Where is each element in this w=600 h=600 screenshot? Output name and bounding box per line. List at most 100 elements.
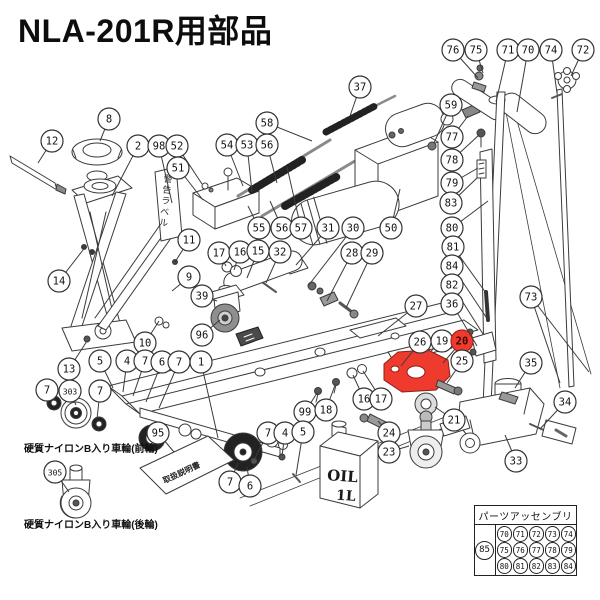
part-balloon-23: 23 [377,440,410,464]
assembly-balloon-74: 74 [560,526,576,542]
svg-text:11: 11 [183,235,196,247]
svg-text:56: 56 [261,140,274,152]
svg-text:16: 16 [358,394,371,406]
assembly-balloon-84: 84 [560,558,576,574]
svg-text:99: 99 [299,407,312,419]
part-balloon-50: 50 [379,188,403,240]
springs-and-rods [236,94,397,218]
svg-text:28: 28 [346,248,359,260]
part-balloon-58: 58 [255,111,313,142]
part-balloon-15: 15 [246,239,270,279]
part-balloon-52: 52 [165,134,203,185]
svg-text:5: 5 [300,427,306,439]
svg-text:25: 25 [456,356,469,368]
part-balloon-96: 96 [190,319,221,347]
svg-text:82: 82 [446,280,459,292]
svg-text:35: 35 [525,358,538,370]
part-balloon-16: 16 [228,240,252,271]
rear-caster-set [59,464,92,519]
rear-wheel-caption: 硬質ナイロンB入り車輪(後輪) [24,520,158,531]
part-balloon-19: 19 [430,329,454,353]
svg-text:79: 79 [446,178,459,190]
svg-text:77: 77 [446,132,459,144]
part-balloon-6: 6 [238,466,262,498]
svg-text:58: 58 [261,118,274,130]
part-balloon-4: 4 [273,421,297,457]
part-balloon-7: 7 [88,379,112,420]
svg-text:71: 71 [502,45,515,57]
oil-bottle [319,420,379,509]
svg-text:5: 5 [97,356,103,368]
part-balloon-80: 80 [440,200,489,240]
part-balloon-21: 21 [434,406,466,432]
svg-text:19: 19 [436,336,449,348]
part-balloon-35: 35 [514,351,543,389]
svg-text:27: 27 [410,301,423,313]
svg-text:53: 53 [241,140,254,152]
oil-bottle-text-line2: 1L [335,488,356,505]
assembly-balloon-80: 80 [496,558,512,574]
svg-text:24: 24 [383,428,396,440]
part-balloon-7: 7 [253,421,280,461]
part-balloon-7: 7 [132,349,157,397]
part-balloon-7: 7 [158,350,191,409]
svg-text:55: 55 [253,223,266,235]
svg-text:10: 10 [139,338,152,350]
svg-text:7: 7 [97,386,103,398]
svg-text:16: 16 [234,247,247,259]
svg-text:57: 57 [295,223,308,235]
svg-text:31: 31 [322,223,335,235]
svg-text:83: 83 [445,198,458,210]
svg-text:72: 72 [577,45,590,57]
assembly-balloon-71: 71 [512,526,528,542]
front-wheel-caption: 硬質ナイロンB入り車輪(前輪) [24,444,158,455]
svg-text:12: 12 [46,136,59,148]
part-balloon-79: 79 [440,167,479,195]
svg-text:56: 56 [276,223,289,235]
assembly-balloon-83: 83 [544,558,560,574]
svg-text:52: 52 [171,141,184,153]
assembly-balloon-73: 73 [544,526,560,542]
assembly-group-balloon: 85 [475,540,494,560]
svg-text:7: 7 [44,385,50,397]
assembly-balloon-78: 78 [544,542,560,558]
part-balloon-54: 54 [215,133,244,187]
part-balloon-37: 37 [348,75,372,117]
svg-text:70: 70 [522,45,535,57]
svg-text:15: 15 [252,246,265,258]
svg-text:59: 59 [445,100,458,112]
part-balloon-51: 51 [166,156,204,201]
part-balloon-14: 14 [47,249,84,293]
svg-text:9: 9 [186,272,192,284]
assembly-balloon-81: 81 [512,558,528,574]
svg-text:7: 7 [142,356,148,368]
part-balloon-33: 33 [504,434,528,473]
svg-text:37: 37 [354,82,367,94]
warning-label-text: 警告ラベル [158,173,173,229]
svg-text:8: 8 [106,114,112,126]
svg-text:81: 81 [447,242,460,254]
svg-text:17: 17 [213,248,226,260]
oil-bottle-text-line1: OIL [327,466,359,486]
svg-text:34: 34 [559,397,572,409]
svg-text:2: 2 [135,141,141,153]
svg-text:32: 32 [274,247,287,259]
assembly-balloon-77: 77 [528,542,544,558]
svg-text:30: 30 [347,223,360,235]
front-wheel-set [46,395,107,432]
svg-text:74: 74 [545,45,558,57]
svg-text:36: 36 [446,299,459,311]
svg-text:76: 76 [447,45,460,57]
svg-text:21: 21 [448,415,461,427]
part-balloon-76: 76 [441,38,479,79]
assembly-balloon-79: 79 [560,542,576,558]
part-balloon-27: 27 [377,294,428,337]
part-balloon-31: 31 [295,216,340,266]
part-balloon-2: 2 [111,134,150,197]
part-balloon-57: 57 [286,166,313,240]
part-balloon-303: 303 [58,379,82,406]
svg-text:80: 80 [446,223,459,235]
svg-text:78: 78 [446,155,459,167]
